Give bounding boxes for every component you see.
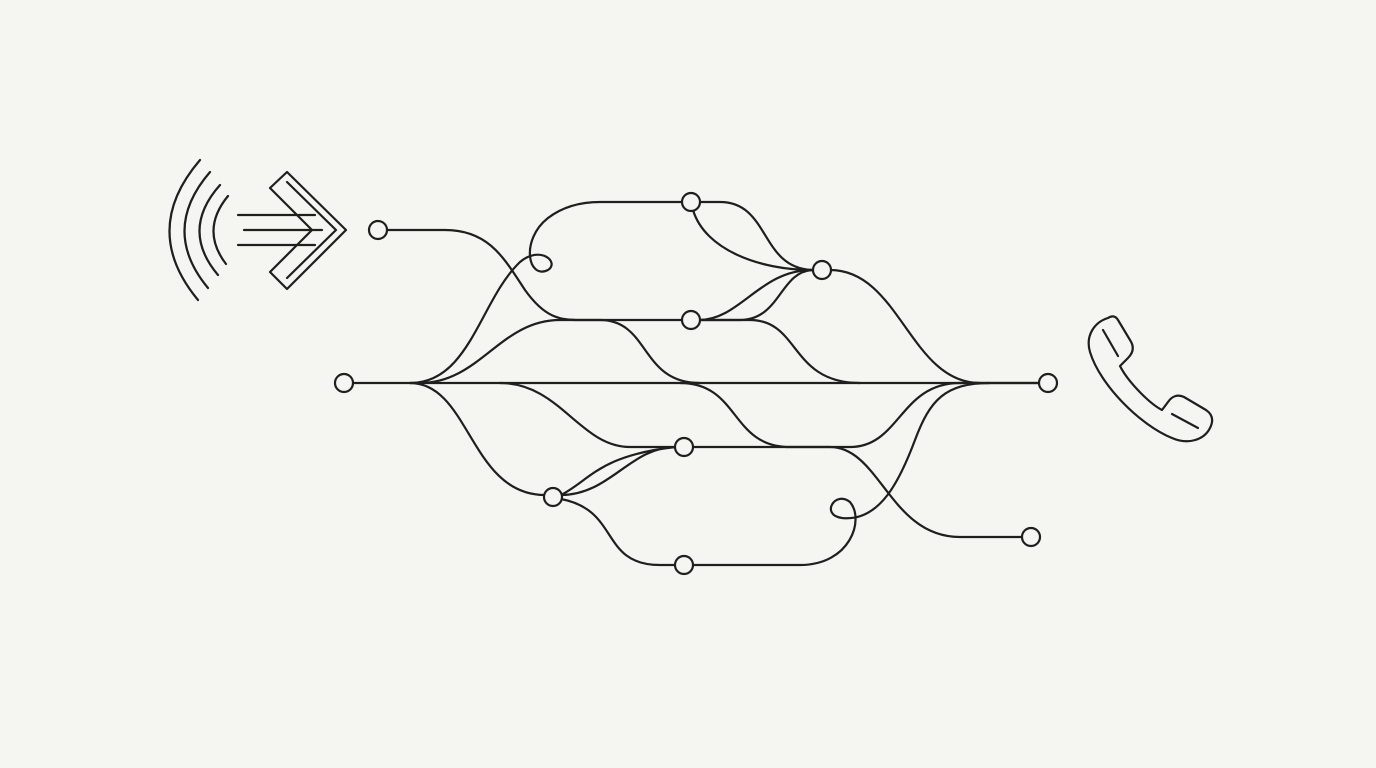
path-bottomleft-to-midlower-1 (559, 445, 678, 497)
path-bottomleft-to-midlower-2 (559, 445, 678, 497)
arrow-chevron-outer (268, 170, 348, 291)
path-trunk-to-mid-lower (498, 381, 678, 449)
node-input-upper[interactable] (367, 219, 389, 241)
path-top-to-right-2 (691, 208, 814, 272)
signal-wave-outer (168, 158, 202, 302)
path-bottom-to-trunk (690, 381, 992, 567)
nodes (333, 191, 1059, 576)
signal-wave-3 (198, 183, 222, 277)
path-right-to-trunk (828, 268, 982, 385)
node-input-main[interactable] (333, 372, 355, 394)
route-paths (350, 200, 1042, 567)
telephone-handset-icon (1087, 315, 1214, 443)
path-trunk-to-bottom-left (408, 381, 547, 497)
path-midlower-to-output-lower (690, 445, 1024, 539)
node-bottom-left[interactable] (542, 486, 564, 508)
signal-wave-inner (212, 194, 230, 266)
path-midupper-to-trunk (697, 318, 862, 385)
handset-outline (1087, 315, 1214, 443)
node-upper-right[interactable] (811, 259, 833, 281)
path-trunk-to-top (408, 200, 685, 385)
path-trunk-through-lower (678, 381, 962, 449)
wireless-signal-arrow-icon (168, 158, 348, 302)
signal-wave-2 (183, 170, 212, 290)
node-output-lower[interactable] (1020, 526, 1042, 548)
path-top-to-right-1 (697, 200, 814, 272)
node-output-main[interactable] (1037, 372, 1059, 394)
node-mid-lower[interactable] (673, 436, 695, 458)
handset-earpiece-detail (1101, 328, 1120, 358)
path-bottomleft-to-bottom (559, 497, 678, 567)
node-mid-upper[interactable] (680, 309, 702, 331)
path-input-upper (384, 228, 685, 322)
path-midupper-to-right-1 (697, 268, 814, 322)
node-bottom[interactable] (673, 554, 695, 576)
node-top[interactable] (680, 191, 702, 213)
path-trunk-to-mid-upper (418, 318, 702, 385)
handset-mouthpiece-detail (1170, 412, 1200, 430)
path-midupper-to-right-2 (697, 268, 814, 322)
arrow-chevron-inner (285, 180, 338, 280)
